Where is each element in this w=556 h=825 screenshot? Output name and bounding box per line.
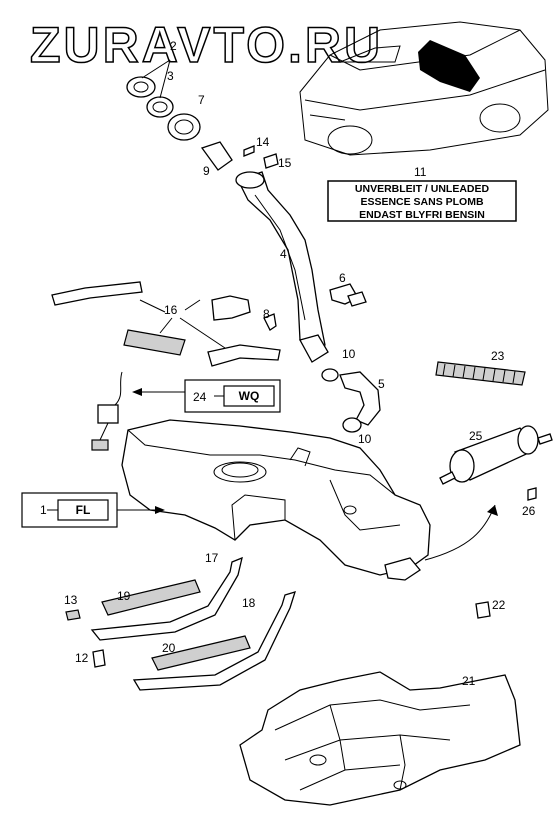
callout-24: 24 <box>193 390 207 404</box>
callout-9: 9 <box>203 164 210 178</box>
fuel-tank <box>121 419 431 581</box>
callout-3: 3 <box>167 69 174 83</box>
misc-small-parts <box>65 601 491 668</box>
callout-12: 12 <box>75 651 89 665</box>
callout-21: 21 <box>462 674 476 688</box>
fuel-label-line1: UNVERBLEIT / UNLEADED <box>355 183 490 195</box>
box-wq-text: WQ <box>239 389 260 403</box>
tank-straps <box>90 556 296 691</box>
callout-22: 22 <box>492 598 506 612</box>
filler-cap-parts <box>126 59 233 171</box>
callout-25: 25 <box>469 429 483 443</box>
heat-shields <box>51 281 281 367</box>
fuel-filter <box>439 425 553 501</box>
callout-23: 23 <box>491 349 505 363</box>
callout-19: 19 <box>117 589 131 603</box>
callout-box-wq: WQ <box>132 379 281 413</box>
callout-11: 11 <box>414 165 427 179</box>
box-fl-text: FL <box>76 503 91 517</box>
car-illustration <box>299 21 549 156</box>
pipe-clip <box>329 283 367 307</box>
callout-2: 2 <box>170 39 177 53</box>
flow-arrow-head <box>487 505 498 516</box>
callout-8: 8 <box>263 307 270 321</box>
callout-16: 16 <box>164 303 178 317</box>
callout-20: 20 <box>162 641 176 655</box>
fuel-label-line2: ESSENCE SANS PLOMB <box>360 196 484 208</box>
fuel-label-sticker: UNVERBLEIT / UNLEADED ESSENCE SANS PLOMB… <box>327 180 517 222</box>
callout-6: 6 <box>339 271 346 285</box>
underbody-shield <box>239 671 521 806</box>
connecting-hose <box>321 368 381 433</box>
watermark-text: ZURAVTO.RU <box>30 17 383 73</box>
callout-1: 1 <box>40 503 47 517</box>
flow-arrow <box>424 504 496 561</box>
filler-neck-pipe <box>235 171 329 363</box>
fuel-label-line3: ENDAST BLYFRI BENSIN <box>359 209 485 221</box>
callout-26: 26 <box>522 504 536 518</box>
callout-10a: 10 <box>342 347 356 361</box>
heat-shield-23 <box>435 361 526 386</box>
callout-14: 14 <box>256 135 270 149</box>
callout-numbers: 1 2 3 4 5 6 7 8 9 10 10 11 12 13 14 15 1… <box>40 39 536 688</box>
callout-5: 5 <box>378 377 385 391</box>
screw-8 <box>263 313 277 331</box>
callout-4: 4 <box>280 247 287 261</box>
callout-18: 18 <box>242 596 256 610</box>
tank-outlet-fitting <box>384 557 421 581</box>
callout-7: 7 <box>198 93 205 107</box>
callout-15: 15 <box>278 156 292 170</box>
callout-17: 17 <box>205 551 219 565</box>
small-fasteners <box>243 145 279 169</box>
callout-10b: 10 <box>358 432 372 446</box>
callout-13: 13 <box>64 593 78 607</box>
callout-box-fl: FL <box>21 492 165 528</box>
highlighted-tank-icon <box>418 40 480 92</box>
sender-wiring <box>91 371 123 451</box>
